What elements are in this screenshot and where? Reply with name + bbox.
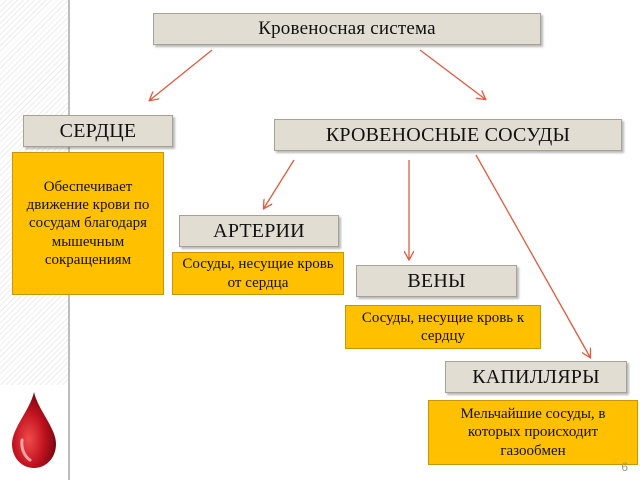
- arteries-description: Сосуды, несущие кровь от сердца: [172, 252, 344, 295]
- heart-label: СЕРДЦЕ: [23, 115, 173, 147]
- vessels-label: КРОВЕНОСНЫЕ СОСУДЫ: [274, 119, 622, 151]
- veins-description: Сосуды, несущие кровь к сердцу: [345, 305, 541, 349]
- capillaries-description: Мельчайшие сосуды, в которых происходит …: [428, 400, 638, 465]
- veins-label: ВЕНЫ: [356, 265, 517, 297]
- heart-description: Обеспечивает движение крови по сосудам б…: [12, 152, 164, 295]
- arrow-vessels-to-capillaries: [475, 154, 590, 357]
- arrow-vessels-to-arteries: [264, 159, 295, 208]
- arrow-system-to-vessels: [419, 49, 485, 99]
- blood-drop-icon: [12, 392, 56, 468]
- arrow-system-to-heart: [150, 49, 213, 100]
- page-number: 6: [621, 460, 628, 474]
- capillaries-label: КАПИЛЛЯРЫ: [445, 361, 627, 393]
- diagram-title: Кровеносная система: [153, 13, 541, 45]
- arteries-label: АРТЕРИИ: [179, 215, 339, 247]
